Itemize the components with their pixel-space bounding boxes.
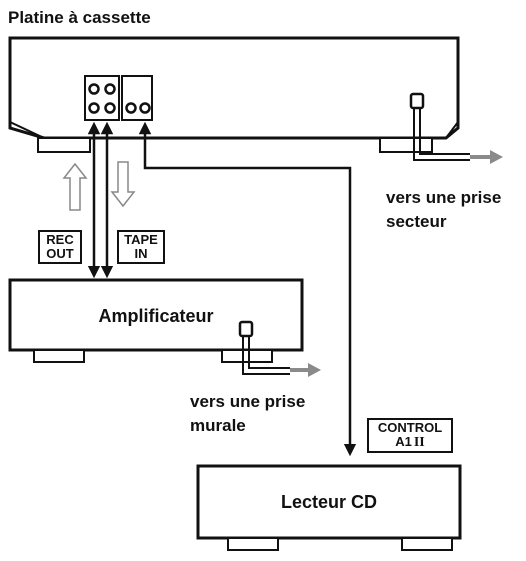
amplifier bbox=[8, 278, 321, 377]
deck-power-caption-line1: vers une prise bbox=[386, 188, 502, 207]
control-cable bbox=[138, 121, 357, 457]
tape-in-label: TAPE IN bbox=[117, 230, 165, 264]
cassette-deck bbox=[8, 36, 460, 153]
deck-foot-left bbox=[37, 137, 91, 153]
deck-power-caption-line2: secteur bbox=[386, 212, 447, 231]
control-roman-ii: II bbox=[413, 435, 425, 450]
deck-power-inlet bbox=[409, 92, 425, 110]
amp-power-caption: vers une prise murale bbox=[190, 390, 305, 438]
deck-foot-right bbox=[379, 137, 433, 153]
cd-player-label: Lecteur CD bbox=[280, 492, 378, 512]
amp-power-caption-line2: murale bbox=[190, 416, 246, 435]
cd-player bbox=[196, 464, 462, 551]
amp-power-caption-line1: vers une prise bbox=[190, 392, 306, 411]
amp-power-inlet bbox=[238, 320, 254, 338]
rec-out-line1: REC bbox=[46, 232, 74, 247]
signal-up-arrow bbox=[62, 162, 88, 211]
rec-out-line2: OUT bbox=[46, 246, 74, 261]
signal-down-arrow bbox=[110, 161, 136, 208]
amplifier-label: Amplificateur bbox=[98, 306, 214, 326]
tape-in-line1: TAPE bbox=[124, 232, 158, 247]
deck-power-caption: vers une prise secteur bbox=[386, 186, 501, 234]
control-line1: CONTROL bbox=[377, 420, 443, 435]
diagram-title: Platine à cassette bbox=[8, 8, 151, 27]
deck-power-cord bbox=[413, 108, 503, 164]
tape-in-line2: IN bbox=[134, 246, 148, 261]
rec-out-jack-panel bbox=[84, 75, 120, 121]
audio-cables bbox=[62, 121, 136, 279]
control-a1-text: A1 bbox=[395, 434, 412, 449]
control-jack-panel bbox=[121, 75, 153, 121]
rec-out-label: REC OUT bbox=[38, 230, 82, 264]
